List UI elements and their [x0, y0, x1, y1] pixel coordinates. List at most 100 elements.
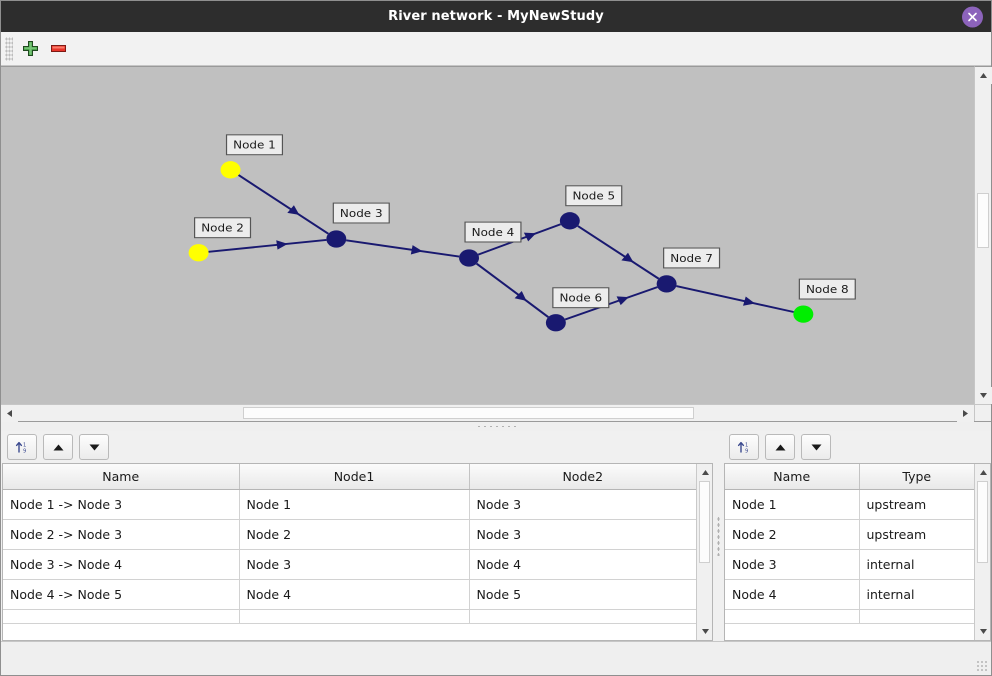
scroll-down-icon[interactable]: [975, 387, 992, 404]
scroll-up-icon[interactable]: [975, 67, 992, 84]
vertical-splitter[interactable]: [713, 431, 723, 641]
table-cell[interactable]: [859, 609, 974, 624]
scroll-left-icon[interactable]: [1, 405, 18, 422]
node-label-box[interactable]: [225, 134, 284, 156]
table-cell[interactable]: Node 4: [725, 579, 860, 610]
reaches-vscroll-thumb[interactable]: [699, 481, 710, 564]
table-cell[interactable]: Node 2: [239, 519, 470, 550]
graph-edge[interactable]: [564, 286, 658, 321]
splitter-grip: [476, 425, 516, 428]
scroll-up-icon[interactable]: [697, 464, 712, 481]
node-label-box[interactable]: [464, 221, 522, 243]
table-cell[interactable]: Node 3: [725, 549, 860, 580]
reaches-column-header[interactable]: Node2: [469, 464, 696, 490]
graph-hscroll-thumb[interactable]: [243, 407, 695, 419]
graph-edge[interactable]: [577, 225, 660, 280]
table-cell[interactable]: Node 4: [239, 579, 470, 610]
table-cell[interactable]: upstream: [859, 489, 974, 520]
graph-node[interactable]: [793, 305, 814, 323]
add-plus-icon[interactable]: [16, 35, 44, 63]
graph-hscroll-track[interactable]: [18, 405, 957, 421]
arrow-down-icon[interactable]: [801, 434, 831, 460]
table-cell[interactable]: Node 4 -> Node 5: [3, 579, 240, 610]
graph-vertical-scrollbar[interactable]: [974, 66, 992, 404]
reaches-column-header[interactable]: Node1: [239, 464, 470, 490]
scroll-right-icon[interactable]: [957, 405, 974, 422]
table-row[interactable]: [725, 609, 974, 624]
arrow-up-icon[interactable]: [43, 434, 73, 460]
table-cell[interactable]: Node 3: [239, 549, 470, 580]
arrow-down-icon[interactable]: [79, 434, 109, 460]
table-cell[interactable]: upstream: [859, 519, 974, 550]
nodes-column-header[interactable]: Name: [725, 464, 860, 490]
node-label-box[interactable]: [332, 202, 390, 224]
nodes-vertical-scrollbar[interactable]: [974, 464, 990, 640]
table-cell[interactable]: Node 3: [469, 489, 696, 520]
scroll-up-icon[interactable]: [975, 464, 990, 481]
nodes-column-header[interactable]: Type: [859, 464, 974, 490]
table-cell[interactable]: Node 1: [239, 489, 470, 520]
graph-edge[interactable]: [208, 239, 327, 253]
graph-edge[interactable]: [475, 262, 550, 318]
table-cell[interactable]: Node 1: [725, 489, 860, 520]
table-cell[interactable]: Node 1 -> Node 3: [3, 489, 240, 520]
reaches-vscroll-track[interactable]: [697, 481, 712, 623]
node-label-box[interactable]: [552, 287, 610, 309]
sort-ascending-icon[interactable]: 1 9: [7, 434, 37, 460]
table-cell[interactable]: Node 3 -> Node 4: [3, 549, 240, 580]
node-label-box[interactable]: [798, 278, 856, 300]
table-cell[interactable]: internal: [859, 579, 974, 610]
graph-vscroll-thumb[interactable]: [977, 193, 989, 248]
table-row[interactable]: [3, 609, 696, 624]
table-cell[interactable]: Node 3: [469, 519, 696, 550]
graph-node[interactable]: [559, 212, 580, 230]
table-cell[interactable]: [725, 609, 860, 624]
table-cell[interactable]: Node 2 -> Node 3: [3, 519, 240, 550]
arrow-up-icon[interactable]: [765, 434, 795, 460]
graph-edge[interactable]: [237, 174, 330, 235]
graph-node[interactable]: [545, 314, 566, 332]
reaches-vertical-scrollbar[interactable]: [696, 464, 712, 640]
nodes-vscroll-track[interactable]: [975, 481, 990, 623]
graph-node[interactable]: [326, 230, 347, 248]
remove-minus-icon[interactable]: [44, 35, 72, 63]
graph-edge[interactable]: [345, 239, 460, 258]
close-icon[interactable]: [962, 6, 983, 27]
graph-node[interactable]: [656, 275, 677, 293]
reaches-column-header[interactable]: Name: [3, 464, 240, 490]
node-label-box[interactable]: [194, 217, 252, 239]
scroll-down-icon[interactable]: [975, 623, 990, 640]
table-cell[interactable]: Node 2: [725, 519, 860, 550]
graph-node[interactable]: [220, 161, 241, 179]
graph-edge[interactable]: [676, 285, 794, 313]
toolbar-drag-handle[interactable]: [5, 36, 13, 61]
table-cell[interactable]: internal: [859, 549, 974, 580]
graph-horizontal-scrollbar[interactable]: [1, 404, 974, 422]
table-cell[interactable]: [3, 609, 240, 624]
graph-node[interactable]: [188, 244, 209, 262]
table-cell[interactable]: Node 5: [469, 579, 696, 610]
table-cell[interactable]: Node 4: [469, 549, 696, 580]
horizontal-splitter[interactable]: [1, 421, 991, 431]
node-label-box[interactable]: [565, 185, 623, 207]
sort-ascending-icon[interactable]: 1 9: [729, 434, 759, 460]
scroll-down-icon[interactable]: [697, 623, 712, 640]
graph-node[interactable]: [459, 249, 480, 267]
graph-vscroll-track[interactable]: [975, 84, 991, 387]
nodes-vscroll-thumb[interactable]: [977, 481, 988, 564]
table-cell[interactable]: [239, 609, 470, 624]
node-label-box[interactable]: [663, 247, 721, 269]
resize-grip[interactable]: [976, 660, 988, 672]
table-cell[interactable]: [469, 609, 696, 624]
